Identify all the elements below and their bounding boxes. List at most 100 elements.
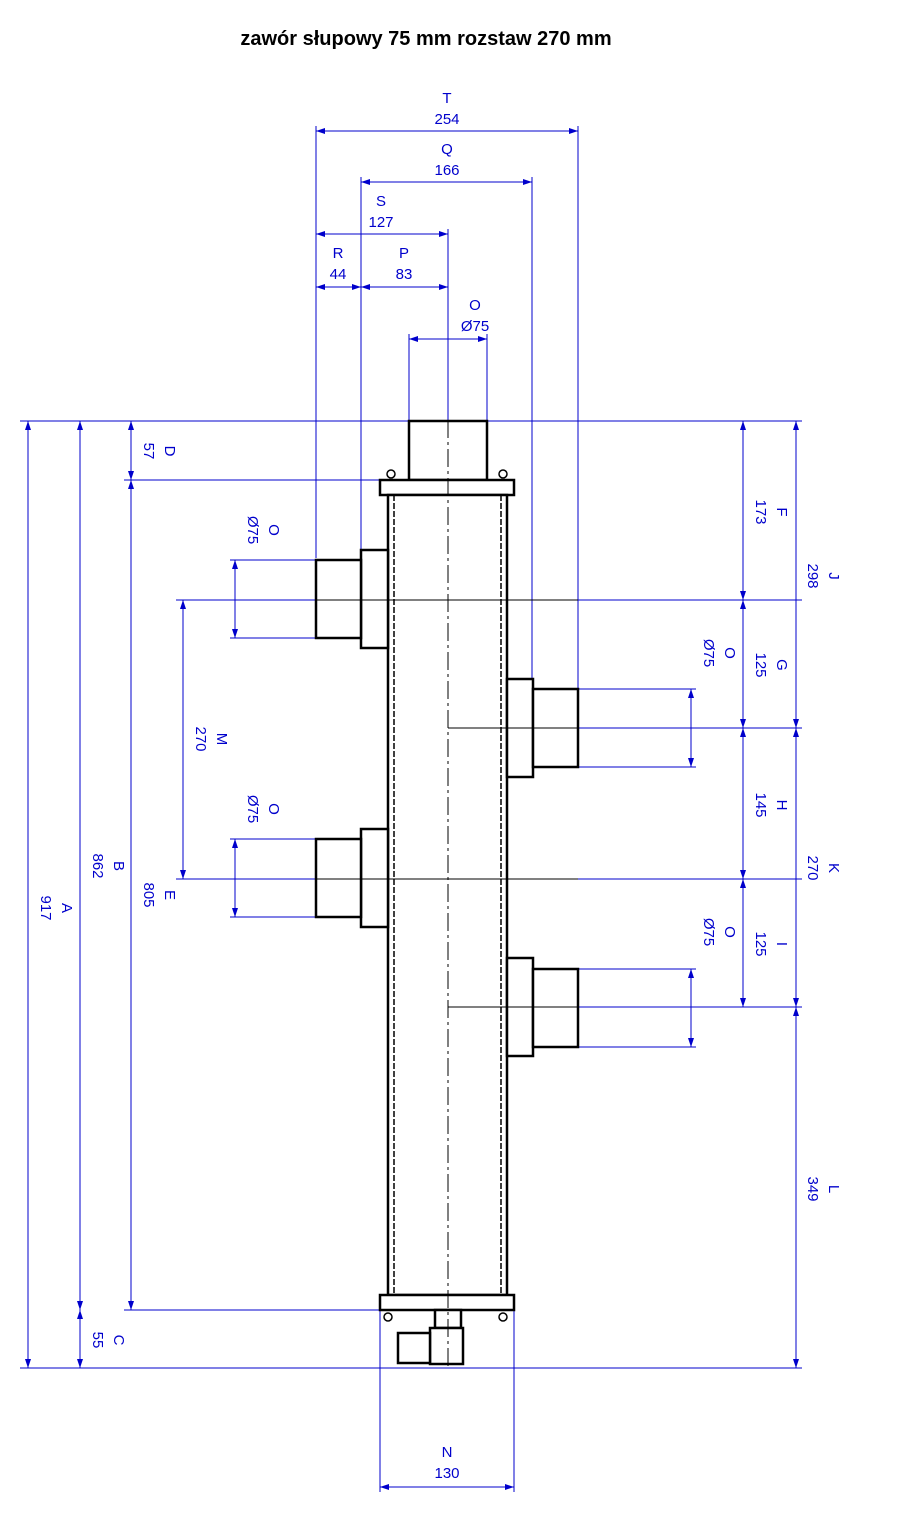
arrowhead: [740, 421, 746, 430]
dim-B-value: 862: [89, 853, 106, 878]
arrowhead: [128, 421, 134, 430]
arrowhead: [439, 284, 448, 290]
arrowhead: [793, 1007, 799, 1016]
dimension-arrowheads: [25, 128, 799, 1490]
dim-O-right1-letter: O: [721, 647, 738, 659]
dim-F-letter: F: [773, 507, 790, 516]
dim-G-value: 125: [752, 652, 769, 677]
arrowhead: [740, 879, 746, 888]
dim-H-letter: H: [773, 800, 790, 811]
dim-T-letter: T: [442, 90, 451, 107]
dim-E-value: 805: [140, 882, 157, 907]
dim-H-value: 145: [752, 792, 769, 817]
arrowhead: [232, 839, 238, 848]
dim-M-value: 270: [192, 726, 209, 751]
dim-O-right2-value: Ø75: [700, 918, 717, 946]
arrowhead: [793, 1359, 799, 1368]
dim-L-letter: L: [825, 1185, 842, 1193]
arrowhead: [316, 284, 325, 290]
arrowhead: [361, 179, 370, 185]
dim-F-value: 173: [752, 499, 769, 524]
arrowhead: [740, 591, 746, 600]
arrowhead: [77, 1301, 83, 1310]
arrowhead: [409, 336, 418, 342]
arrowhead: [740, 728, 746, 737]
dim-C-value: 55: [89, 1332, 106, 1349]
dim-T-value: 254: [434, 111, 459, 128]
dim-R-value: 44: [330, 266, 347, 283]
dim-B-letter: B: [110, 861, 127, 871]
dim-D-value: 57: [140, 443, 157, 460]
arrowhead: [505, 1484, 514, 1490]
arrowhead: [128, 480, 134, 489]
arrowhead: [25, 1359, 31, 1368]
dim-O-top-value: Ø75: [461, 318, 489, 335]
dim-O-left1-letter: O: [265, 524, 282, 536]
dim-K-letter: K: [825, 863, 842, 873]
dim-L-value: 349: [804, 1176, 821, 1201]
dim-I-letter: I: [773, 942, 790, 946]
dim-O-left2-value: Ø75: [244, 795, 261, 823]
dimension-labels: T 254 Q 166 S 127 R 44 P 83 O Ø75 N 130 …: [37, 90, 842, 1482]
dim-D-letter: D: [161, 446, 178, 457]
dim-O-left1-value: Ø75: [244, 516, 261, 544]
arrowhead: [232, 629, 238, 638]
arrowhead: [77, 1359, 83, 1368]
dim-C-letter: C: [110, 1335, 127, 1346]
arrowhead: [361, 284, 370, 290]
dim-R-letter: R: [333, 245, 344, 262]
dim-G-letter: G: [773, 659, 790, 671]
dim-N-letter: N: [442, 1444, 453, 1461]
dim-O-right1-value: Ø75: [700, 639, 717, 667]
arrowhead: [478, 336, 487, 342]
arrowhead: [688, 1038, 694, 1047]
arrowhead: [740, 870, 746, 879]
arrowhead: [232, 908, 238, 917]
arrowhead: [77, 421, 83, 430]
arrowhead: [352, 284, 361, 290]
arrowhead: [128, 471, 134, 480]
drawing-title: zawór słupowy 75 mm rozstaw 270 mm: [240, 28, 611, 50]
arrowhead: [77, 1310, 83, 1319]
arrowhead: [793, 998, 799, 1007]
dim-J-letter: J: [825, 572, 842, 580]
dim-J-value: 298: [804, 563, 821, 588]
dim-O-top-letter: O: [469, 297, 481, 314]
dim-K-value: 270: [804, 855, 821, 880]
arrowhead: [316, 128, 325, 134]
dim-P-letter: P: [399, 245, 409, 262]
dim-A-letter: A: [58, 903, 75, 913]
arrowhead: [793, 719, 799, 728]
arrowhead: [793, 728, 799, 737]
dim-N-value: 130: [434, 1465, 459, 1482]
arrowhead: [439, 231, 448, 237]
dim-S-letter: S: [376, 193, 386, 210]
arrowhead: [180, 870, 186, 879]
arrowhead: [688, 689, 694, 698]
arrowhead: [569, 128, 578, 134]
dim-O-right2-letter: O: [721, 926, 738, 938]
dim-E-letter: E: [161, 890, 178, 900]
dim-P-value: 83: [396, 266, 413, 283]
arrowhead: [128, 1301, 134, 1310]
arrowhead: [523, 179, 532, 185]
arrowhead: [740, 600, 746, 609]
dim-Q-letter: Q: [441, 141, 453, 158]
arrowhead: [740, 719, 746, 728]
dim-O-left2-letter: O: [265, 803, 282, 815]
dim-I-value: 125: [752, 931, 769, 956]
valve-body: [314, 419, 580, 1368]
arrowhead: [180, 600, 186, 609]
arrowhead: [380, 1484, 389, 1490]
dim-M-letter: M: [213, 733, 230, 746]
arrowhead: [316, 231, 325, 237]
arrowhead: [25, 421, 31, 430]
arrowhead: [688, 969, 694, 978]
arrowhead: [793, 421, 799, 430]
dim-Q-value: 166: [434, 162, 459, 179]
arrowhead: [688, 758, 694, 767]
dim-A-value: 917: [37, 895, 54, 920]
arrowhead: [232, 560, 238, 569]
arrowhead: [740, 998, 746, 1007]
